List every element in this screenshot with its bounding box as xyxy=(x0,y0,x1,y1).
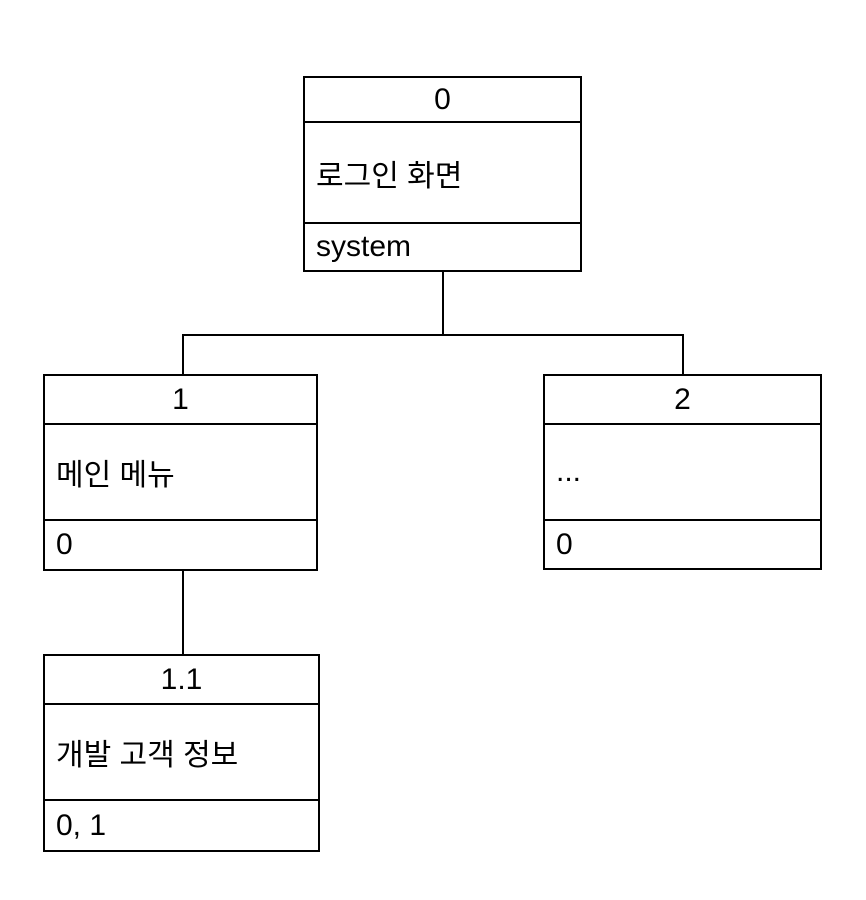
diagram-node-1: 1 메인 메뉴 0 xyxy=(43,374,318,571)
connector-right-vertical xyxy=(682,334,684,374)
diagram-node-1-1: 1.1 개발 고객 정보 0, 1 xyxy=(43,654,320,852)
connector-branch-horizontal xyxy=(182,334,684,336)
node-label: 메인 메뉴 xyxy=(45,423,316,521)
connector-root-vertical xyxy=(442,272,444,334)
connector-left-vertical xyxy=(182,334,184,374)
diagram-node-0: 0 로그인 화면 system xyxy=(303,76,582,272)
node-footer: 0 xyxy=(56,528,73,561)
node-id: 1.1 xyxy=(160,662,203,696)
node-label: 로그인 화면 xyxy=(305,121,580,224)
connector-child-vertical xyxy=(182,571,184,654)
node-id: 1 xyxy=(172,382,189,416)
diagram-node-2: 2 ... 0 xyxy=(543,374,822,570)
node-footer: system xyxy=(316,230,412,263)
node-label: ... xyxy=(545,423,820,521)
node-footer: 0 xyxy=(556,527,573,561)
node-footer: 0, 1 xyxy=(56,808,107,842)
node-label: 개발 고객 정보 xyxy=(45,703,318,801)
node-id: 2 xyxy=(674,382,691,416)
node-id: 0 xyxy=(434,82,451,116)
